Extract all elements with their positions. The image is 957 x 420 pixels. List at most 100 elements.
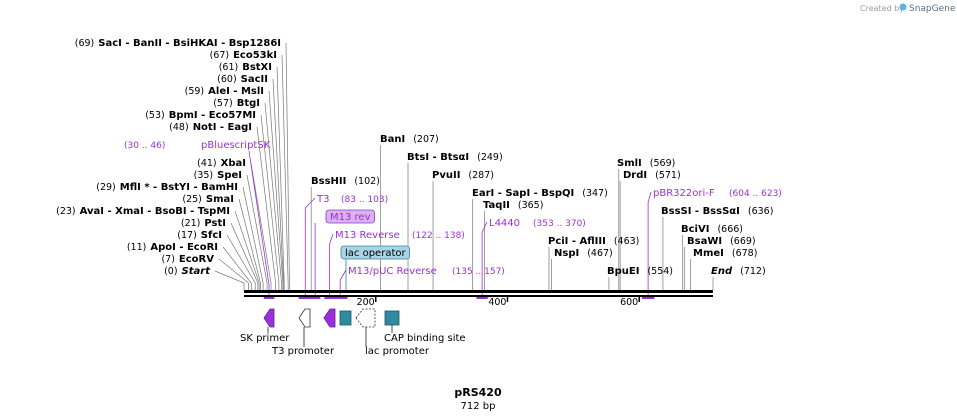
scale-label: 600: [620, 297, 638, 308]
site-position: (347): [582, 188, 608, 199]
primer-range: (83 .. 103): [341, 195, 388, 205]
site-position: (571): [655, 170, 681, 181]
site-labels: (69)SacI - BanII - BsiHKAI - Bsp1286I(67…: [56, 38, 773, 277]
site-position: (249): [477, 152, 503, 163]
site-position: (69): [75, 38, 95, 49]
site-name: BtgI: [237, 98, 260, 109]
site-position: (67): [210, 50, 230, 61]
primer-name: M13/pUC Reverse: [348, 266, 437, 277]
right-site[interactable]: BpuEI(554): [607, 266, 673, 277]
right-site[interactable]: NspI(467): [554, 248, 613, 259]
left-site[interactable]: (53)BpmI - Eco57MI: [145, 110, 256, 121]
site-name: SpeI: [217, 170, 242, 181]
site-name: BstXI: [242, 62, 272, 73]
site-position: (287): [468, 170, 494, 181]
t3-promoter-arrow[interactable]: [298, 308, 311, 328]
right-site[interactable]: DrdI(571): [623, 170, 681, 181]
right-site[interactable]: BssSI - BssSαI(636): [661, 206, 773, 217]
right-site[interactable]: PciI - AflIII(463): [548, 236, 639, 247]
left-site[interactable]: (0)Start: [164, 266, 211, 277]
right-site[interactable]: TaqII(365): [483, 200, 543, 211]
site-name: NotI - EagI: [193, 122, 252, 133]
right-site[interactable]: PvuII(287): [432, 170, 494, 181]
primer-range: (30 .. 46): [124, 141, 165, 151]
left-site[interactable]: (25) SmaI: [182, 194, 234, 205]
site-name: XbaI: [221, 158, 246, 169]
primer-bar: [332, 297, 348, 299]
primer[interactable]: L4440(353 .. 370): [476, 218, 586, 299]
primer-range: (353 .. 370): [533, 219, 586, 229]
left-site[interactable]: (41)XbaI: [197, 158, 246, 169]
right-site[interactable]: BtsI - BtsαI(249): [407, 152, 503, 163]
primer[interactable]: M13 Reverse(122 .. 138): [324, 230, 465, 299]
site-name: EcoRV: [179, 254, 214, 265]
lac-operator-tag[interactable]: lac operator: [340, 245, 410, 290]
primer-name: M13 rev: [330, 212, 371, 223]
plasmid-name: pRS420: [454, 386, 502, 399]
site-name: BanI: [380, 134, 405, 145]
site-position: (17): [177, 230, 197, 241]
primer[interactable]: T3(83 .. 103): [298, 194, 388, 299]
site-name: MflI * - BstYI - BamHI: [120, 182, 238, 193]
scale-label: 400: [488, 297, 506, 308]
primer-range: (604 .. 623): [729, 189, 782, 199]
left-site[interactable]: (29) MflI * - BstYI - BamHI: [96, 182, 238, 193]
site-position: (61): [219, 62, 239, 73]
right-site[interactable]: BsaWI(669): [687, 236, 756, 247]
primer-bar: [641, 297, 655, 299]
left-site[interactable]: (61)BstXI: [219, 62, 272, 73]
lac-promoter-arrow[interactable]: [355, 308, 376, 328]
site-name: AvaI - XmaI - BsoBI - TspMI: [80, 206, 230, 217]
left-site[interactable]: (57)BtgI: [213, 98, 260, 109]
left-site[interactable]: (60)SacII: [217, 74, 268, 85]
site-position: (0): [164, 266, 177, 277]
right-site[interactable]: EarI - SapI - BspQI (347): [472, 188, 608, 199]
right-site[interactable]: SmlI(569): [617, 158, 675, 169]
site-name: SmaI: [206, 194, 234, 205]
site-name: End: [711, 266, 733, 277]
site-position: (25): [182, 194, 202, 205]
t3-promoter-label: T3 promoter: [271, 346, 335, 357]
right-site[interactable]: End(712): [711, 266, 766, 277]
site-position: (23): [56, 206, 76, 217]
primer-name: pBR322ori-F: [653, 188, 715, 199]
primer-box: [325, 209, 375, 224]
sk-primer-label: SK primer: [240, 333, 290, 344]
site-name: BssHII: [311, 176, 346, 187]
site-name: TaqII: [483, 200, 510, 211]
right-site[interactable]: MmeI(678): [693, 248, 757, 259]
site-position: (59): [185, 86, 205, 97]
backbone-top: [244, 290, 713, 293]
site-position: (666): [717, 224, 743, 235]
left-site[interactable]: (23) AvaI - XmaI - BsoBI - TspMI: [56, 206, 230, 217]
site-position: (463): [614, 236, 640, 247]
left-site[interactable]: (21)PstI: [181, 218, 226, 229]
right-site[interactable]: BciVI(666): [681, 224, 743, 235]
lac-operator-box[interactable]: [339, 310, 352, 326]
left-site[interactable]: (59)AleI - MslI: [185, 86, 264, 97]
left-site[interactable]: (48)NotI - EagI: [169, 122, 252, 133]
primer[interactable]: M13/pUC Reverse(135 .. 157): [332, 266, 505, 299]
cap-binding-box[interactable]: [384, 310, 400, 326]
site-position: (29): [96, 182, 116, 193]
site-name: ApoI - EcoRI: [150, 242, 218, 253]
right-site[interactable]: BanI(207): [380, 134, 439, 145]
left-site[interactable]: (67)Eco53kI: [210, 50, 277, 61]
left-site[interactable]: (35)SpeI: [194, 170, 242, 181]
site-name: BsaWI: [687, 236, 722, 247]
left-site[interactable]: (11)ApoI - EcoRI: [127, 242, 218, 253]
left-site[interactable]: (69)SacI - BanII - BsiHKAI - Bsp1286I: [75, 38, 281, 49]
connector-lines: [214, 42, 714, 290]
primer-bar: [298, 297, 312, 299]
site-name: BpmI - Eco57MI: [169, 110, 256, 121]
left-site[interactable]: (17)SfcI: [177, 230, 222, 241]
m13-rev-arrow[interactable]: [323, 308, 336, 328]
primer[interactable]: pBR322ori-F (604 .. 623): [641, 188, 782, 299]
site-name: EarI - SapI - BspQI: [472, 188, 574, 199]
primer[interactable]: M13 rev: [309, 209, 375, 299]
sk-primer-arrow[interactable]: [263, 308, 275, 328]
right-site[interactable]: BssHII(102): [311, 176, 380, 187]
left-site[interactable]: (7)EcoRV: [161, 254, 214, 265]
